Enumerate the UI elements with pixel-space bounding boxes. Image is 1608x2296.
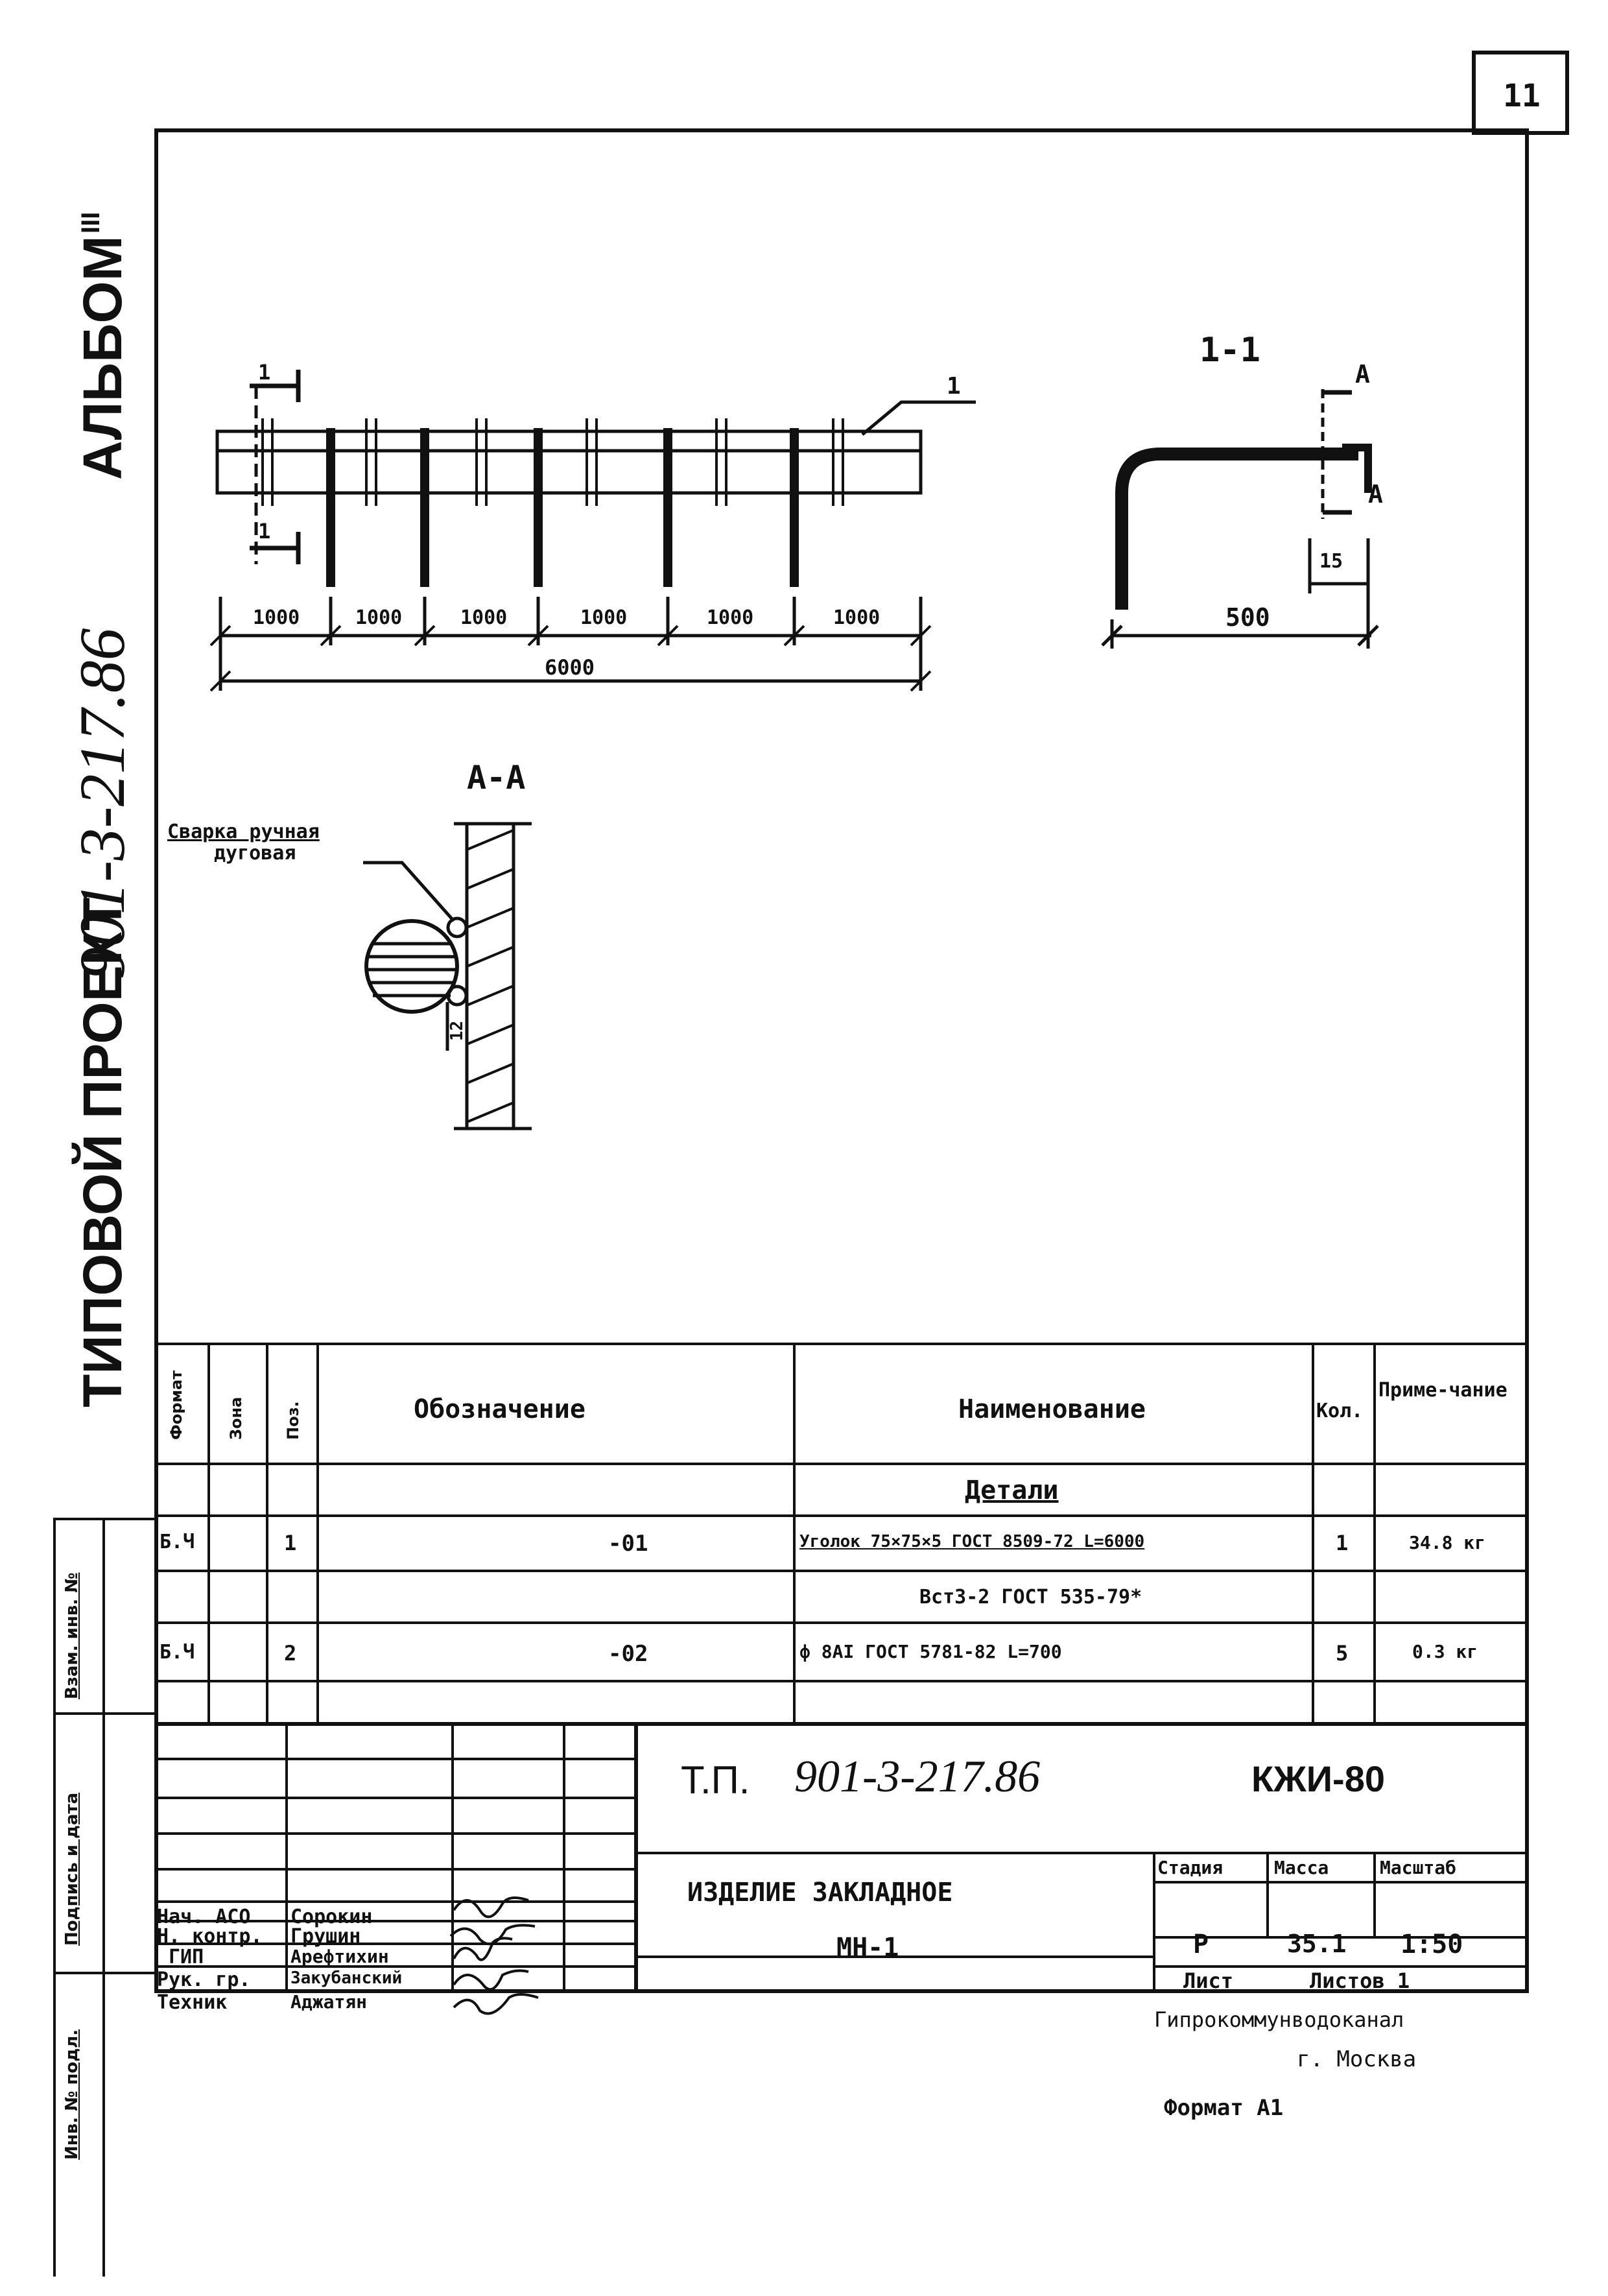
plan-dim-2: 1000: [355, 606, 403, 629]
mass-label: Масса: [1274, 1857, 1329, 1878]
drawing-frame: [154, 128, 1529, 1993]
sheet-label: Лист: [1183, 1968, 1234, 1993]
row1-pos: 1: [284, 1531, 297, 1555]
col-name: Наименование: [958, 1394, 1146, 1424]
section-mark-bottom: 1: [258, 519, 271, 544]
person-name-1: Сорокин: [290, 1906, 373, 1928]
stage-value: Р: [1193, 1930, 1209, 1959]
organization-name: Гипрокоммунводоканал: [1154, 2007, 1404, 2032]
scale-value: 1:50: [1401, 1930, 1463, 1959]
row1-format: Б.Ч: [160, 1531, 195, 1553]
row3-designation: -02: [608, 1641, 648, 1667]
format-note: Формат А1: [1164, 2095, 1284, 2121]
title-block: [154, 1722, 1529, 1993]
row3-qty: 5: [1336, 1641, 1349, 1666]
col-designation: Обозначение: [414, 1394, 585, 1424]
sheets-label: Листов 1: [1310, 1968, 1410, 1993]
person-role-4: Рук. гр.: [157, 1968, 251, 1991]
tp-code: 901-3-217.86: [794, 1752, 1041, 1802]
row3-pos: 2: [284, 1641, 297, 1666]
organization-city: г. Москва: [1297, 2046, 1417, 2072]
tp-label: Т.П.: [681, 1758, 750, 1802]
row3-name: ф 8АI ГОСТ 5781-82 L=700: [799, 1641, 1062, 1662]
sheet-number: 11: [1503, 78, 1541, 114]
section-a-mark-top: А: [1355, 360, 1370, 389]
section-1-1-title: 1-1: [1200, 331, 1260, 370]
item-mark: МН-1: [836, 1933, 899, 1963]
section-title-details: Детали: [965, 1476, 1059, 1505]
sheet-number-box: [1472, 51, 1569, 135]
mass-value: 35.1: [1287, 1930, 1347, 1958]
signature-5: [453, 1993, 539, 2015]
person-name-3: Арефтихин: [290, 1946, 389, 1967]
signature-1: [453, 1896, 529, 1919]
row3-note: 0.3 кг: [1412, 1641, 1478, 1662]
row1-qty: 1: [1336, 1531, 1349, 1555]
plan-dim-1: 1000: [253, 606, 300, 629]
section-a-a-title: А-А: [467, 759, 526, 796]
weld-note-line2: дуговая: [214, 842, 296, 865]
row2-name: Вст3-2 ГОСТ 535-79*: [919, 1586, 1142, 1608]
scale-label: Масштаб: [1380, 1857, 1457, 1878]
doc-code: КЖИ-80: [1251, 1758, 1385, 1799]
person-role-2: Н. контр.: [157, 1925, 263, 1948]
row1-note: 34.8 кг: [1409, 1532, 1486, 1553]
item-name: ИЗДЕЛИЕ ЗАКЛАДНОЕ: [687, 1878, 953, 1907]
person-name-4: Закубанский: [290, 1968, 403, 1988]
side-stamp: [53, 1518, 154, 2296]
spec-table: Формат Зона Поз. Обозначение Наименовани…: [154, 1343, 1529, 1745]
person-role-3: ГИП: [169, 1946, 204, 1968]
section-mark-top: 1: [258, 360, 271, 385]
col-qty: Кол.: [1316, 1400, 1364, 1422]
plan-pos-label: 1: [947, 373, 961, 400]
row3-format: Б.Ч: [160, 1641, 195, 1664]
plan-dim-3: 1000: [460, 606, 508, 629]
row1-designation: -01: [608, 1531, 648, 1557]
plan-total-dim: 6000: [545, 655, 595, 680]
dim-15: 15: [1319, 550, 1343, 573]
plan-dim-6: 1000: [833, 606, 881, 629]
beam-outline: [215, 429, 923, 495]
dim-500: 500: [1225, 603, 1270, 632]
col-note: Приме-чание: [1378, 1379, 1508, 1402]
person-role-1: Нач. АСО: [157, 1906, 251, 1928]
signature-3: [453, 1937, 513, 1961]
stage-label: Стадия: [1157, 1857, 1224, 1878]
person-name-5: Аджатян: [290, 1991, 368, 2013]
person-role-5: Техник: [157, 1991, 228, 2014]
section-a-mark-bottom: А: [1368, 480, 1383, 508]
row1-name: Уголок 75×75×5 ГОСТ 8509-72 L=6000: [799, 1532, 1145, 1551]
plan-dim-4: 1000: [580, 606, 628, 629]
person-name-2: Грушин: [290, 1925, 361, 1948]
weld-note-line1: Сварка ручная: [167, 820, 320, 843]
plan-dim-5: 1000: [707, 606, 754, 629]
signature-4: [453, 1969, 529, 1991]
